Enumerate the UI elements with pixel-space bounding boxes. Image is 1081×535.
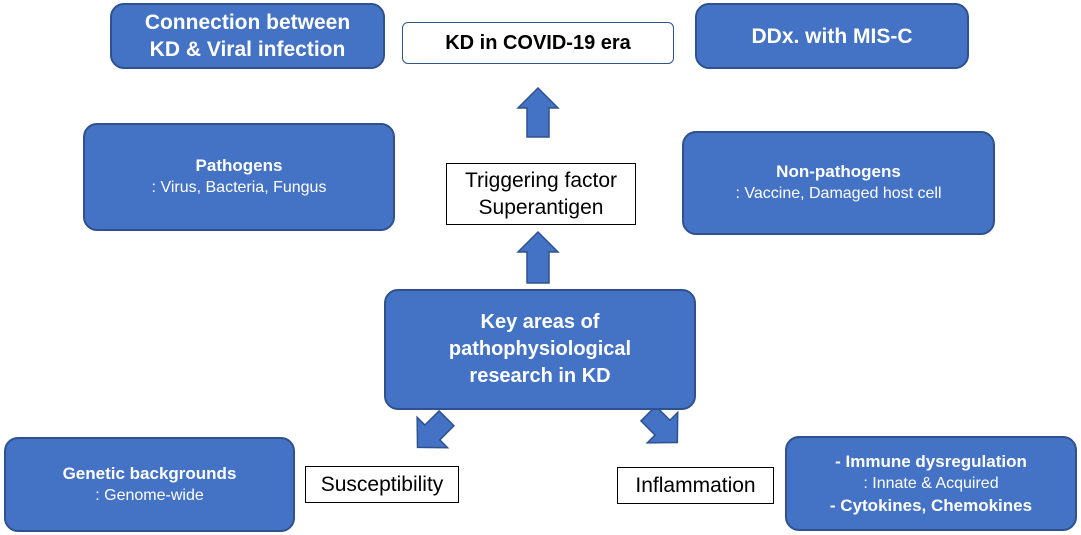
ddx-box: DDx. with MIS-C (695, 3, 969, 69)
susceptibility-box: Susceptibility (305, 466, 459, 503)
arrow-down-left (416, 409, 455, 449)
key-areas-line-1: Key areas of (480, 311, 600, 333)
connection-line-1: Connection between (144, 11, 351, 34)
non-pathogens-title: Non-pathogens (776, 162, 901, 181)
immune-line-1: - Immune dysregulation (835, 451, 1027, 471)
covid-era-box: KD in COVID-19 era (402, 22, 674, 64)
key-areas-box: Key areas of pathophysiological research… (384, 289, 696, 410)
non-pathogens-detail: : Vaccine, Damaged host cell (735, 185, 942, 202)
immune-box: - Immune dysregulation : Innate & Acquir… (785, 436, 1077, 531)
trigger-line-2: Superantigen (478, 196, 604, 219)
pathogens-box: Pathogens : Virus, Bacteria, Fungus (83, 123, 395, 231)
arrow-up-middle (516, 230, 560, 284)
genetic-title: Genetic backgrounds (62, 463, 237, 483)
genetic-detail: : Genome-wide (95, 486, 204, 504)
key-areas-line-3: research in KD (469, 365, 611, 387)
inflammation-box: Inflammation (617, 467, 774, 504)
covid-era-label: KD in COVID-19 era (445, 31, 631, 54)
susceptibility-label: Susceptibility (320, 473, 444, 496)
key-areas-line-2: pathophysiological (448, 338, 632, 360)
pathogens-detail: : Virus, Bacteria, Fungus (151, 179, 327, 196)
pathogens-title: Pathogens (195, 156, 283, 175)
non-pathogens-box: Non-pathogens : Vaccine, Damaged host ce… (682, 131, 995, 235)
ddx-label: DDx. with MIS-C (751, 24, 913, 48)
connection-line-2: KD & Viral infection (149, 38, 346, 61)
inflammation-label: Inflammation (635, 474, 756, 497)
trigger-box: Triggering factor Superantigen (446, 163, 636, 225)
connection-box: Connection between KD & Viral infection (110, 3, 385, 69)
genetic-box: Genetic backgrounds : Genome-wide (4, 437, 295, 532)
immune-line-3: - Cytokines, Chemokines (829, 495, 1033, 515)
immune-line-2: : Innate & Acquired (863, 474, 999, 492)
trigger-line-1: Triggering factor (464, 169, 618, 192)
arrow-up-top (516, 86, 560, 138)
